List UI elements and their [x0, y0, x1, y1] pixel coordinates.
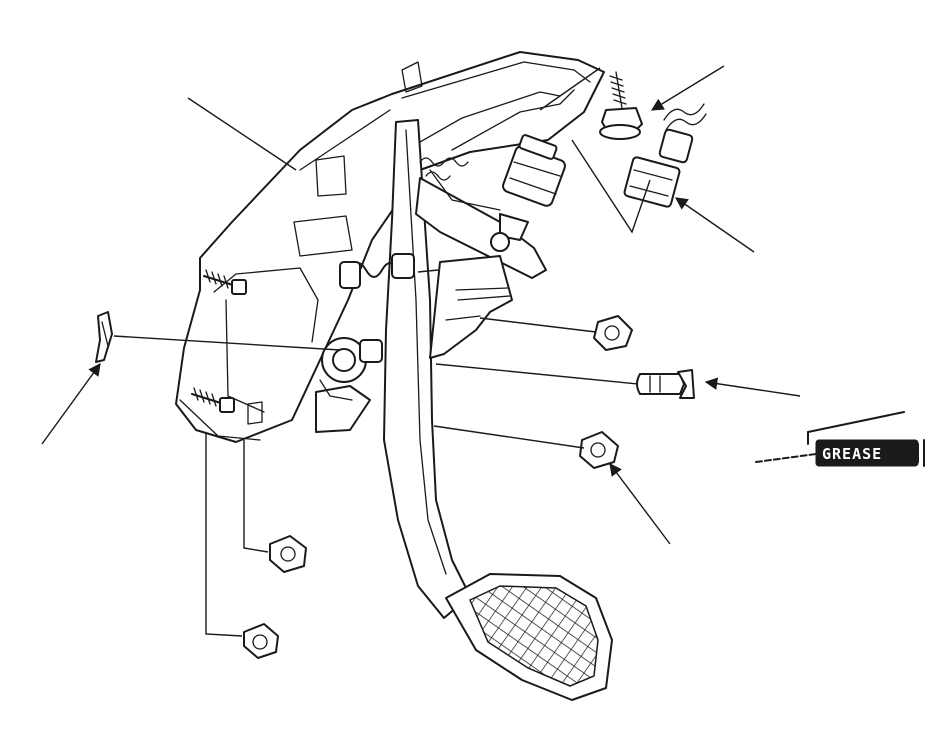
- pedal-position-switch: [490, 134, 566, 252]
- nut-lower-left-lower: [243, 623, 279, 659]
- bracket-studs: [191, 269, 247, 413]
- grease-label: GREASE: [822, 445, 882, 463]
- pedal-clip: [95, 311, 113, 363]
- arrow-bolt: [650, 65, 725, 111]
- nut-lower-left-upper: [269, 535, 307, 573]
- pivot-bushing: [315, 337, 383, 433]
- pedal-pad: [445, 573, 613, 701]
- arrow-connector: [674, 197, 755, 253]
- grease-gun-icon: GREASE: [755, 411, 925, 467]
- stopper-plate: [429, 255, 513, 359]
- arrow-pedal-clip: [41, 362, 101, 445]
- leader-lines: [113, 67, 651, 637]
- stud-upper: [203, 269, 247, 295]
- clevis-pin: [636, 369, 695, 399]
- nut-right-lower: [579, 431, 619, 469]
- return-spring: [419, 157, 469, 181]
- pivot-spring: [339, 253, 415, 289]
- arrow-clip: [704, 377, 801, 397]
- mounting-bolt: [599, 71, 643, 140]
- stud-lower: [191, 387, 235, 413]
- arrow-nut: [609, 462, 671, 545]
- switch-connector: [623, 103, 707, 208]
- pedal-bracket: [175, 51, 605, 443]
- callout-arrows: [41, 65, 801, 545]
- nut-right-upper: [593, 315, 633, 351]
